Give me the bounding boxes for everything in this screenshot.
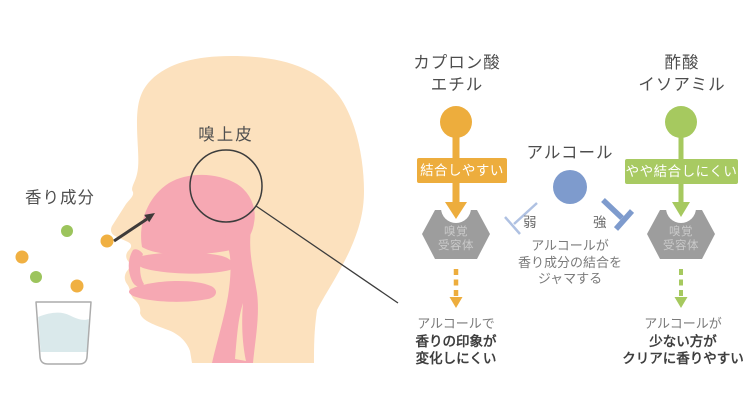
receptor-label-left-line2: 受容体 xyxy=(438,239,474,252)
palate-strip xyxy=(133,252,234,274)
left-title: カプロン酸 エチル xyxy=(396,52,518,96)
result-right-line1: アルコールが xyxy=(644,316,722,331)
glass-outline xyxy=(35,301,92,365)
aroma-particle xyxy=(70,279,84,293)
connector-line xyxy=(255,205,399,304)
result-left-line2: 香りの印象が xyxy=(415,333,497,349)
alcohol-molecule xyxy=(553,170,587,204)
receptor-left xyxy=(422,210,490,259)
receptor-label-right: 嗅覚 受容体 xyxy=(651,226,711,253)
result-left: アルコールで 香りの印象が 変化しにくい xyxy=(400,315,512,368)
aroma-particle xyxy=(100,234,114,248)
left-title-line1: カプロン酸 xyxy=(413,54,501,72)
isoamyl-acetate-molecule xyxy=(665,106,697,138)
binding-badge-left: 結合しやすい xyxy=(417,158,507,183)
inhibition-line-strong xyxy=(601,198,624,220)
epithelium-circle xyxy=(189,149,263,223)
binding-arrow-right-head xyxy=(672,202,690,217)
receptor-label-right-line1: 嗅覚 xyxy=(669,226,693,238)
throat-passage xyxy=(212,187,258,363)
nostril-curl xyxy=(128,249,144,287)
interference-note-line1: アルコールが xyxy=(531,238,609,253)
aroma-particle xyxy=(61,225,73,237)
result-arrow-left-head xyxy=(449,297,463,308)
nose-arrow-head xyxy=(144,213,155,223)
right-title-line1: 酢酸 xyxy=(664,54,700,72)
receptor-label-left: 嗅覚 受容体 xyxy=(426,226,486,253)
right-title: 酢酸 イソアミル xyxy=(621,52,743,96)
left-title-line2: エチル xyxy=(430,76,484,94)
result-left-line1: アルコールで xyxy=(417,316,495,331)
binding-badge-right: やや結合しにくい xyxy=(625,159,738,184)
receptor-right xyxy=(647,210,715,259)
inhibition-line-weak xyxy=(513,202,538,225)
tongue-strip xyxy=(128,280,217,302)
result-right-line3: クリアに香りやすい xyxy=(622,351,744,366)
weak-label: 弱 xyxy=(523,215,537,230)
aroma-label: 香り成分 xyxy=(25,189,95,207)
right-title-line2: イソアミル xyxy=(638,76,726,94)
receptor-label-right-line2: 受容体 xyxy=(663,239,699,252)
result-right-line2: 少ない方が xyxy=(649,333,717,349)
aroma-particle xyxy=(15,250,29,264)
inhibition-cap-weak xyxy=(504,216,521,235)
trachea-gap xyxy=(235,303,246,361)
strong-label: 強 xyxy=(593,215,607,230)
binding-arrow-left-head xyxy=(445,202,467,219)
interference-note: アルコールが 香り成分の結合を ジャマする xyxy=(508,238,632,288)
result-right: アルコールが 少ない方が クリアに香りやすい xyxy=(620,315,746,368)
alcohol-label: アルコール xyxy=(526,144,614,162)
result-left-line3: 変化しにくい xyxy=(415,351,497,366)
epithelium-label: 嗅上皮 xyxy=(198,126,254,144)
interference-note-line3: ジャマする xyxy=(537,271,603,286)
aroma-particle xyxy=(30,271,42,283)
interference-note-line2: 香り成分の結合を xyxy=(517,254,622,270)
ethyl-caproate-molecule xyxy=(440,106,472,138)
inhibition-cap-strong xyxy=(613,209,635,231)
receptor-label-left-line1: 嗅覚 xyxy=(444,226,468,238)
glass-liquid xyxy=(38,312,89,352)
result-arrow-right-head xyxy=(674,297,688,308)
nose-arrow xyxy=(113,217,148,243)
